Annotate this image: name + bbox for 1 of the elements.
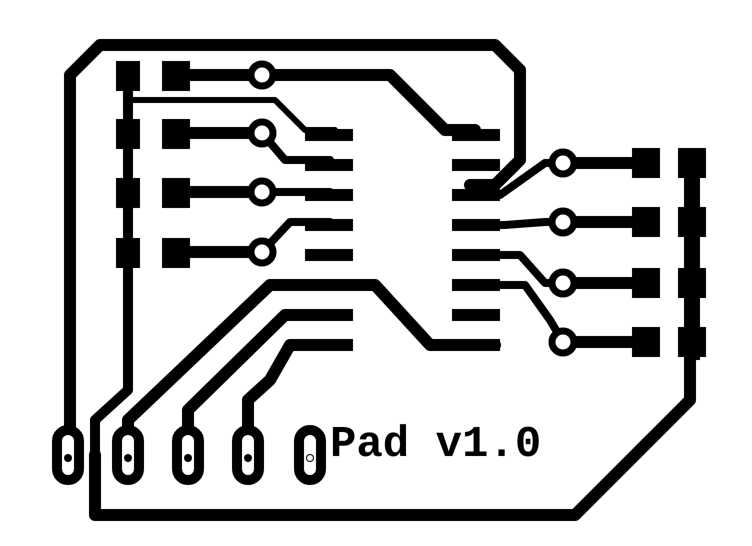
board-label: Pad v1.0 (330, 420, 542, 470)
